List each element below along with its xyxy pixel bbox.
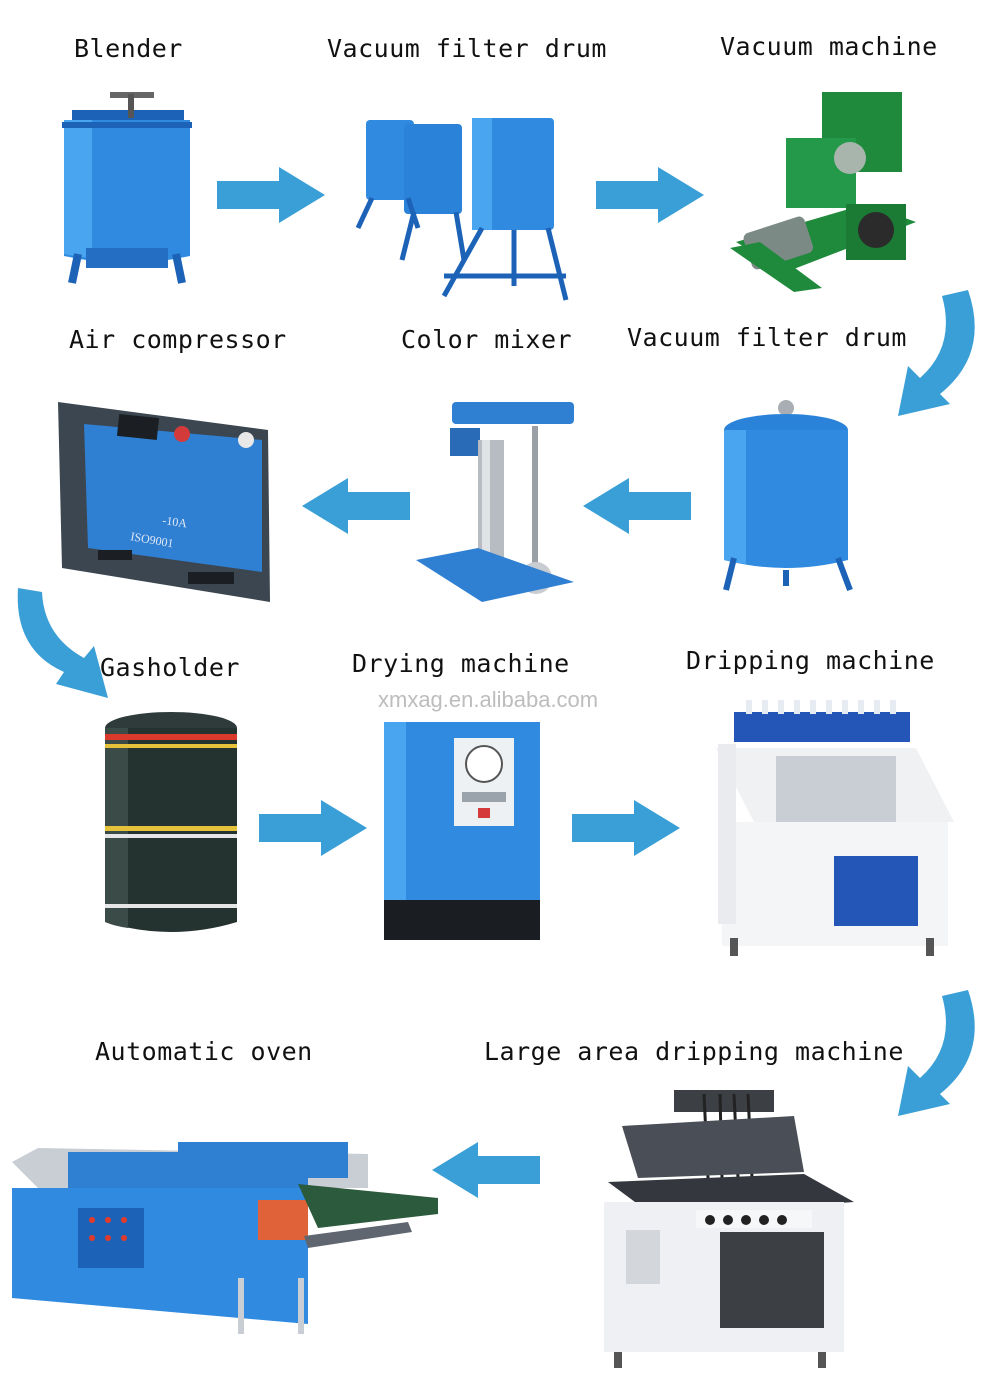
arrow-curved-down-icon [898, 290, 982, 422]
label-large-area-dripping-machine: Large area dripping machine [484, 1037, 904, 1066]
label-color-mixer: Color mixer [401, 325, 573, 354]
vacuum-filter-drum-2-image [712, 400, 860, 594]
air-compressor-image: -10A ISO9001 [58, 400, 274, 604]
drying-machine-image [382, 720, 542, 942]
arrow-right-icon [596, 167, 704, 223]
vacuum-filter-drum-1-image [352, 110, 572, 306]
arrow-left-icon [583, 478, 691, 534]
arrow-right-icon [259, 800, 367, 856]
label-blender: Blender [74, 34, 183, 63]
arrow-curved-down-icon [14, 588, 108, 712]
watermark-text: xmxag.en.alibaba.com [378, 687, 599, 712]
automatic-oven-image [8, 1128, 448, 1342]
arrow-right-icon [572, 800, 680, 856]
dripping-machine-image [716, 688, 956, 960]
arrow-curved-down-icon [898, 990, 982, 1122]
blender-image [52, 88, 202, 288]
label-air-compressor: Air compressor [69, 325, 287, 354]
label-dripping-machine: Dripping machine [686, 646, 935, 675]
arrow-right-icon [217, 167, 325, 223]
arrow-left-icon [432, 1142, 540, 1198]
gasholder-image [98, 708, 244, 944]
large-area-dripping-machine-image [604, 1086, 858, 1370]
label-vacuum-filter-drum-1: Vacuum filter drum [327, 34, 607, 63]
label-gasholder: Gasholder [100, 653, 240, 682]
color-mixer-image [412, 400, 576, 602]
label-vacuum-filter-drum-2: Vacuum filter drum [627, 323, 907, 352]
label-drying-machine: Drying machine [352, 649, 570, 678]
compressor-model-text: -10A [162, 513, 189, 530]
label-vacuum-machine: Vacuum machine [720, 32, 938, 61]
label-automatic-oven: Automatic oven [95, 1037, 313, 1066]
arrow-left-icon [302, 478, 410, 534]
vacuum-machine-image [726, 92, 922, 298]
